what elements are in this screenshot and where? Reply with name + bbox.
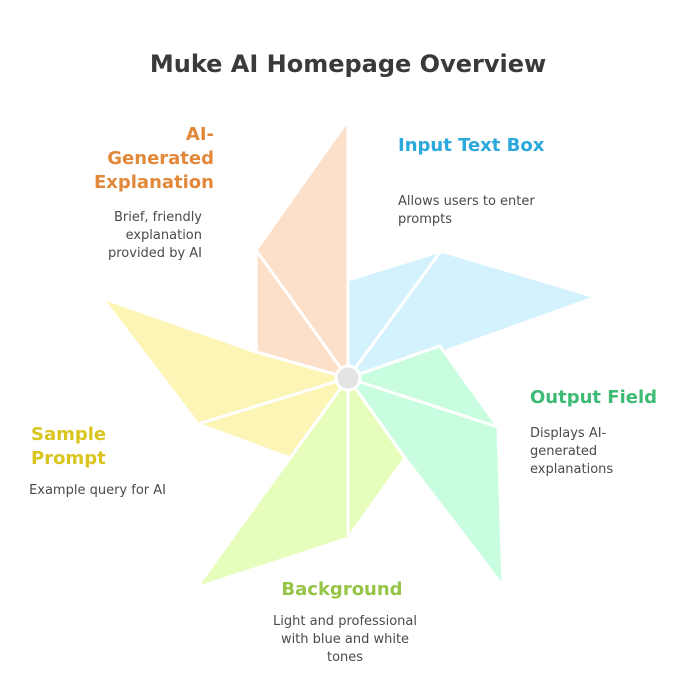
- desc-output-field: Displays AI-generated explanations: [530, 426, 614, 477]
- label-background: Background: [281, 579, 403, 600]
- label-output-field: Output Field: [530, 387, 658, 408]
- blade-sample-prompt: [100, 296, 350, 460]
- blade-ai-generated-explanation: [254, 118, 350, 380]
- diagram-title: Muke AI Homepage Overview: [149, 50, 547, 78]
- desc-input-text-box: Allows users to enter prompts: [398, 194, 535, 227]
- label-sample-prompt: Sample Prompt: [31, 424, 107, 469]
- label-ai-generated-explanation: AI-Generated Explanation: [93, 124, 214, 193]
- hub-circle: [334, 364, 362, 392]
- label-input-text-box: Input Text Box: [398, 135, 545, 156]
- desc-background: Light and professional with blue and whi…: [273, 614, 417, 665]
- desc-ai-generated-explanation: Brief, friendly explanation provided by …: [107, 210, 202, 261]
- desc-sample-prompt: Example query for AI: [29, 483, 166, 498]
- blade-input-text-box: [346, 249, 598, 380]
